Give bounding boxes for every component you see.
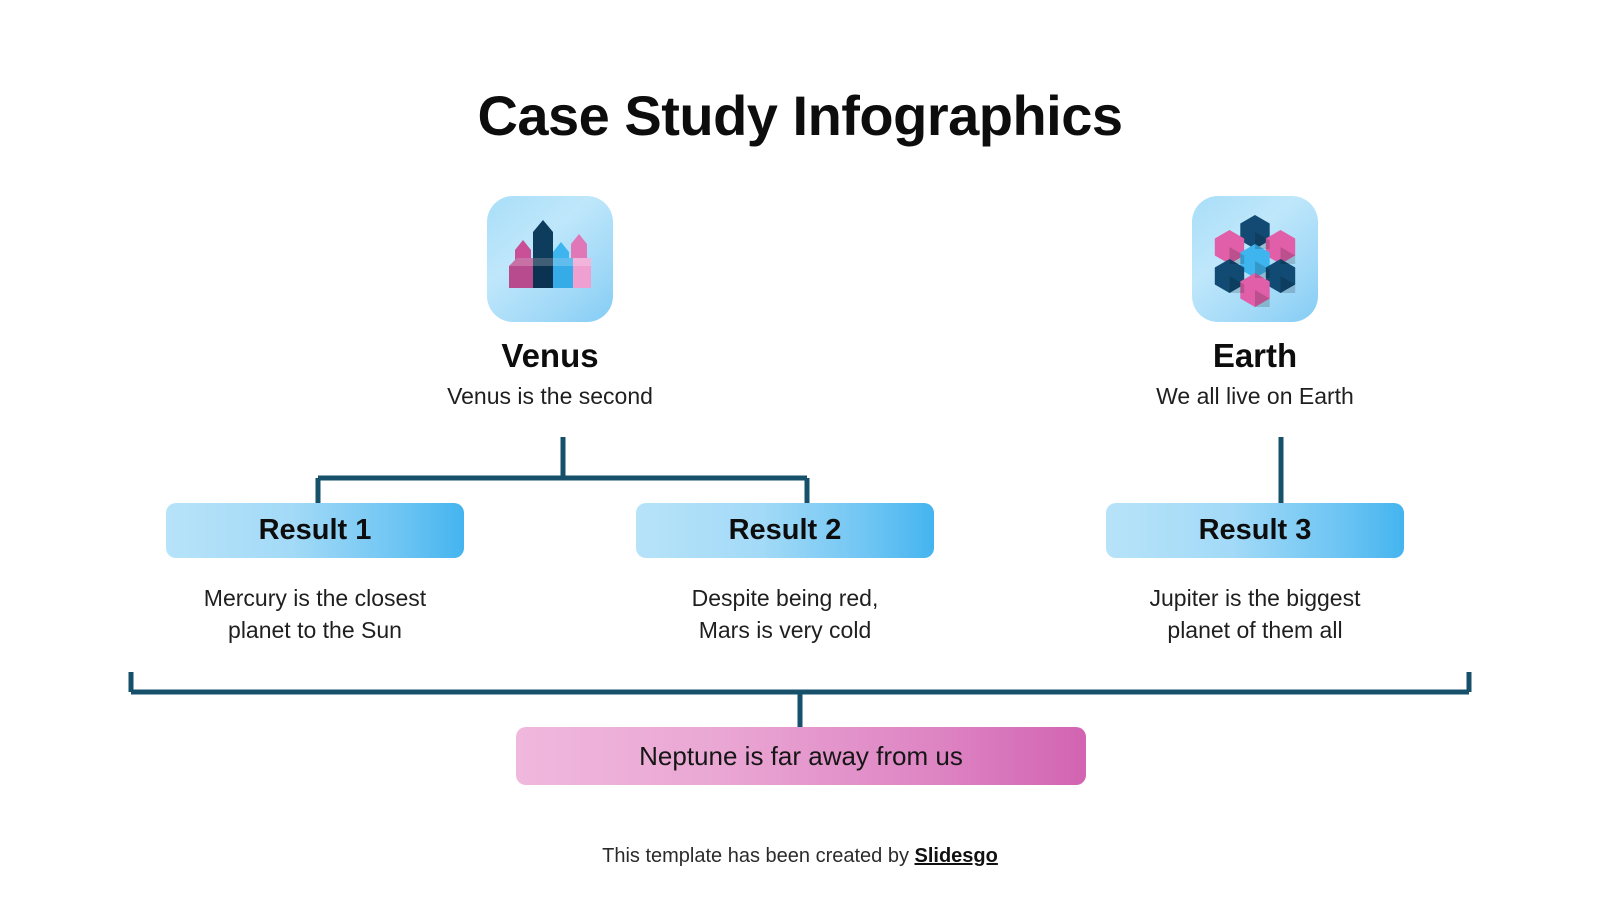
earth-icon-card[interactable] [1192,196,1318,322]
slidesgo-link[interactable]: Slidesgo [914,845,998,867]
result-3-description: Jupiter is the biggest planet of them al… [1149,585,1361,643]
page-title: Case Study Infographics [477,84,1123,147]
footer-prefix: This template has been created by [602,845,915,867]
buildings-towers-icon [509,220,591,288]
branch-earth: Earth We all live on Earth [1143,196,1367,410]
earth-subtitle: We all live on Earth [1156,382,1354,409]
branch-venus: Venus Venus is the second [438,196,662,410]
result-3-button[interactable]: Result 3 [1106,503,1404,558]
result-2-description: Despite being red, Mars is very cold [691,585,879,643]
venus-heading: Venus [501,337,599,374]
venus-icon-card[interactable] [487,196,613,322]
summary-box[interactable]: Neptune is far away from us [516,727,1086,785]
footer-credit: This template has been created by Slides… [0,845,1600,868]
result-1-description: Mercury is the closest planet to the Sun [203,585,427,643]
result-1-button[interactable]: Result 1 [166,503,464,558]
earth-heading: Earth [1212,337,1298,374]
result-2-button[interactable]: Result 2 [636,503,934,558]
venus-subtitle: Venus is the second [447,382,653,409]
hexagon-cluster-icon [1214,215,1296,307]
